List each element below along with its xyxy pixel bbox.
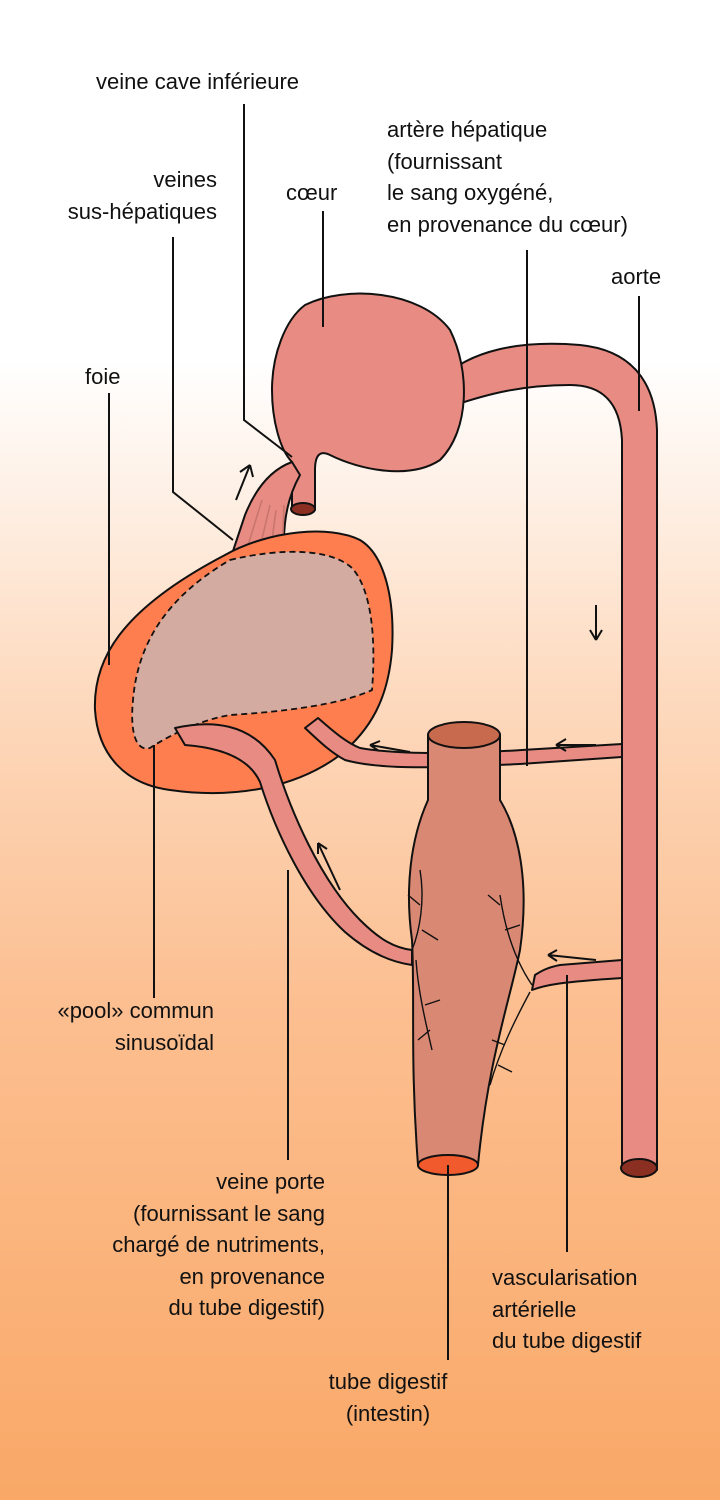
heart-vessel-lumen bbox=[290, 502, 316, 516]
aorta-lumen bbox=[620, 1158, 658, 1178]
intestine bbox=[407, 734, 525, 1166]
label-veine-porte: veine porte (fournissant le sang chargé … bbox=[112, 1169, 325, 1320]
heart bbox=[271, 292, 465, 511]
portal-vein bbox=[174, 723, 413, 966]
sinusoidal-pool bbox=[131, 550, 375, 750]
aorta bbox=[439, 342, 658, 1171]
label-pool-sinusoidal: «pool» commun sinusoïdal bbox=[57, 998, 214, 1055]
label-tube-digestif: tube digestif (intestin) bbox=[328, 1369, 448, 1426]
label-coeur: cœur bbox=[286, 180, 338, 205]
label-veines-sus-hepatiques: veines sus-hépatiques bbox=[67, 167, 217, 224]
intestine-top bbox=[427, 721, 501, 749]
label-vascularisation: vascularisation artérielle du tube diges… bbox=[492, 1265, 642, 1353]
label-aorte: aorte bbox=[611, 264, 662, 289]
intestinal-capillaries bbox=[407, 869, 533, 1086]
label-veine-cave: veine cave inférieure bbox=[96, 69, 300, 94]
label-foie: foie bbox=[85, 364, 121, 389]
intestinal-artery bbox=[531, 959, 623, 991]
flow-arrows bbox=[235, 464, 603, 962]
leader-lines bbox=[108, 104, 640, 1360]
label-artere-hepatique: artère hépatique (fournissant le sang ox… bbox=[387, 117, 628, 237]
